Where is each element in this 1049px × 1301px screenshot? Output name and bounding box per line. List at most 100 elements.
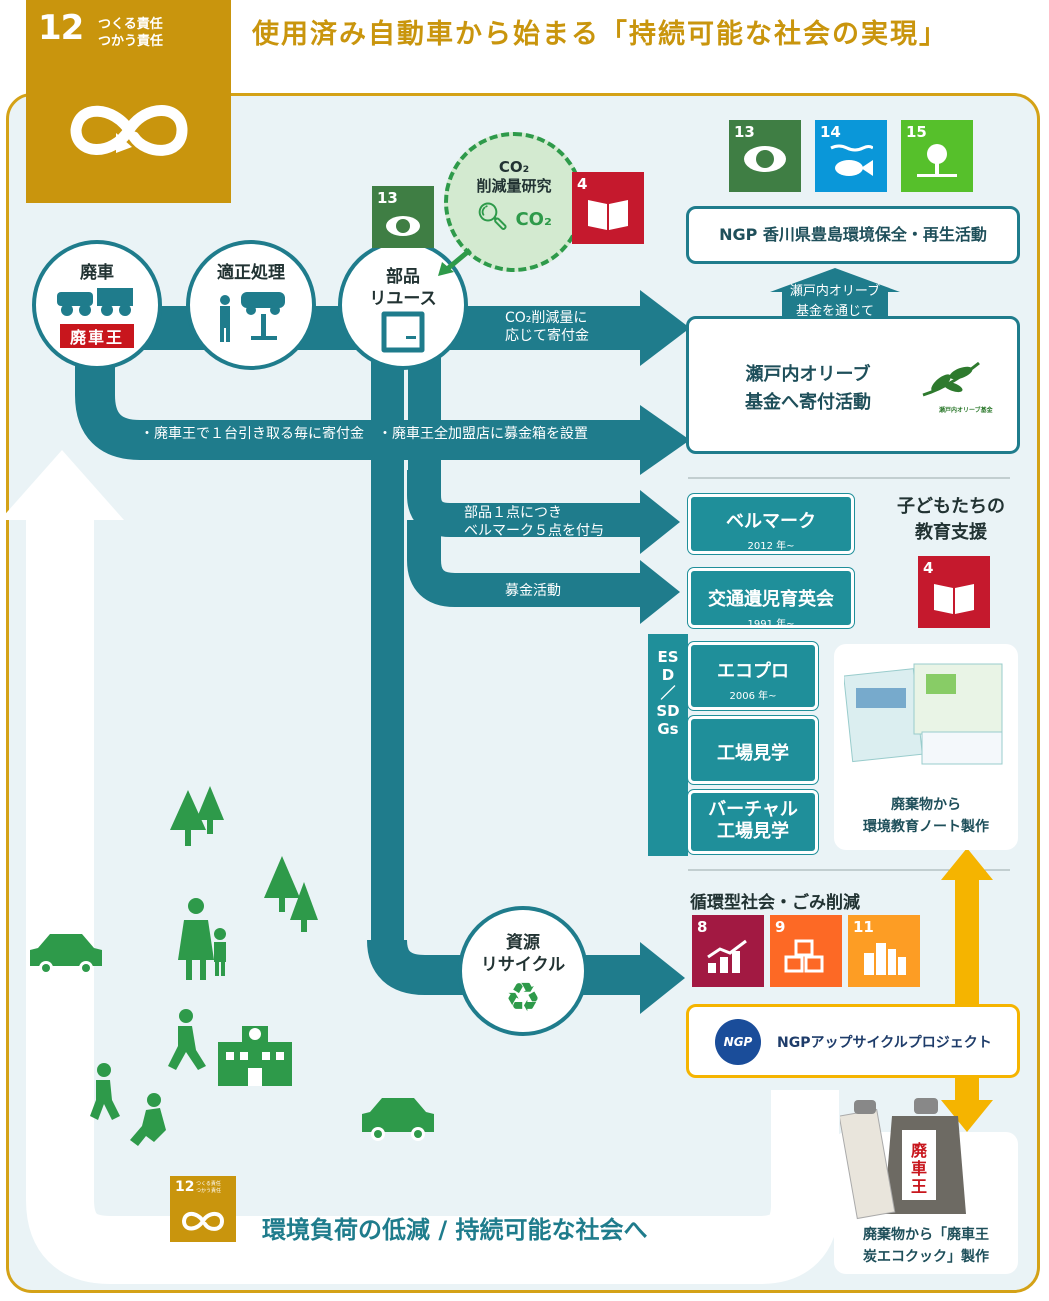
trees-icon-1 [170,786,224,846]
olive-logo-text: 瀬戸内オリーブ基金 [939,407,993,414]
sdg13-small-num: 13 [377,189,398,207]
eco-cook-product-image: 廃 車 王 [840,1098,966,1220]
badge-text: つくる責任 つかう責任 [98,16,163,50]
koutsuu-title: 交通遺児育英会 [708,589,834,610]
koutsuu-year: 1991 年~ [747,619,795,630]
fish-icon [830,144,873,176]
growth-chart-icon [707,939,747,973]
sdg15: 15 [901,120,973,192]
trees-icon-2 [264,856,318,932]
bellmark-title: ベルマーク [726,511,816,532]
ecopro-year: 2006 年~ [729,691,777,702]
ngp-logo: NGP [715,1019,761,1065]
magnifier-icon: 🔍︎ [476,202,510,232]
sdg13: 13 [729,120,801,192]
sdg4-top-num: 4 [577,175,588,193]
sdg14-num: 14 [820,123,841,141]
svg-text:車: 車 [911,1159,927,1178]
book-icon [588,200,628,230]
co2-kifu-label: CO₂削減量に 応じて寄付金 [505,309,589,345]
sdg12-small-num: 12 [175,1179,195,1195]
running-children-icon [90,1009,206,1146]
svg-text:王: 王 [911,1177,927,1196]
ngp-kagawa-box: NGP 香川県豊島環境保全・再生活動 [686,206,1020,264]
bokin-label: 募金活動 [505,583,561,599]
car-lift-icon [220,292,285,342]
sdg8: 8 [692,915,764,987]
recycle-icon: ♻︎ [505,975,541,1021]
tree-icon [917,144,957,177]
shigen-recycle-circle: 資源 リサイクル ♻︎ [458,906,588,1036]
sdg11: 11 [848,915,920,987]
co2-magnifier: 🔍︎ CO₂ [448,202,580,232]
sdg8-num: 8 [697,918,708,936]
second-pipe [75,340,655,460]
esd-label: ESD／SDGs [656,648,680,738]
sdg11-num: 11 [853,918,874,936]
sdg9: 9 [770,915,842,987]
olive-fund-line2: 基金へ寄付活動 [745,392,871,413]
bellmark-year: 2012 年~ [747,541,795,552]
sdg4-kodomo-num: 4 [923,559,934,577]
book-icon [934,584,974,614]
yellow-arrow-up [941,848,993,880]
olive-fund-box: 瀬戸内オリーブ 基金へ寄付活動 瀬戸内オリーブ基金 [686,316,1020,454]
bellmark-arrow-line1: 部品１点につき [464,505,562,521]
eco-cook-text: 廃棄物から「廃車王 炭エコクック」製作 [834,1224,1018,1268]
eco-cook-line2: 炭エコクック」製作 [863,1249,989,1265]
recycle-pipe [367,938,655,995]
eye-globe-icon [744,146,786,172]
shigen-label-1: 資源 [506,933,540,953]
virtual-title-1: バーチャル [708,799,798,820]
olive-roof-arrow [770,268,900,330]
note-text: 廃棄物から 環境教育ノート製作 [834,794,1018,838]
co2-label-2: 削減量研究 [476,177,552,195]
sdg12-small-text: つくる責任 つかう責任 [196,1181,221,1195]
haishaou-kifu-label: ・廃車王で１台引き取る毎に寄付金 ・廃車王全加盟店に募金箱を設置 [140,426,588,442]
virtual-title-2: 工場見学 [717,821,789,842]
olive-fund-text: 瀬戸内オリーブ 基金へ寄付活動 [745,361,871,417]
svg-text:廃: 廃 [911,1141,928,1160]
infinity-icon [181,1211,225,1231]
badge-text-line2: つかう責任 [98,34,164,49]
haisha-circle: 廃車 廃車王 [32,240,162,370]
top-pipe-head [640,290,690,366]
buhin-label: 部品 リユース [342,266,464,310]
trunk-left [371,340,404,950]
sdg13-num: 13 [734,123,755,141]
co2-kifu-line2: 応じて寄付金 [505,328,589,344]
kodomo-line1: 子どもたちの [897,496,1005,517]
bellmark-arrow-label: 部品１点につき ベルマーク５点を付与 [464,504,604,540]
buhin-label-2: リユース [369,289,437,309]
ecopro-box: エコプロ 2006 年~ [688,642,818,710]
eye-globe-icon [386,216,420,236]
buhin-label-1: 部品 [386,267,420,287]
note-line1: 廃棄物から [891,797,961,813]
sdg13-small: 13 [372,186,434,248]
olive-branch-icon [922,361,980,397]
shigen-label: 資源 リサイクル [462,932,584,976]
school-icon [218,1026,292,1086]
yellow-arrow-down [941,1100,993,1132]
return-arrow-head [0,450,124,520]
return-loop [26,520,839,1284]
note-line2: 環境教育ノート製作 [863,819,989,835]
kojo-title: 工場見学 [717,743,789,764]
bellmark-pipe [407,470,655,537]
city-icon [864,943,906,975]
sdg9-num: 9 [775,918,786,936]
koutsuu-box: 交通遺児育英会 1991 年~ [688,568,854,630]
sdg4-kodomo: 4 [918,556,990,628]
badge-number: 12 [38,8,84,48]
family-icon [178,898,226,980]
shigen-label-2: リサイクル [480,955,566,975]
car-icon-right [362,1098,434,1141]
sdg4-top: 4 [572,172,644,244]
kodomo-line2: 教育支援 [915,522,987,543]
olive-roof-label: 瀬戸内オリーブ 基金を通じて [780,282,890,322]
kodomo-label: 子どもたちの 教育支援 [888,494,1014,546]
sdg12-small-badge: 12 つくる責任 つかう責任 [170,1176,236,1242]
eco-cook-line1: 廃棄物から「廃車王 [863,1227,989,1243]
haisha-label: 廃車 [80,263,114,283]
scene-icons [30,786,434,1146]
